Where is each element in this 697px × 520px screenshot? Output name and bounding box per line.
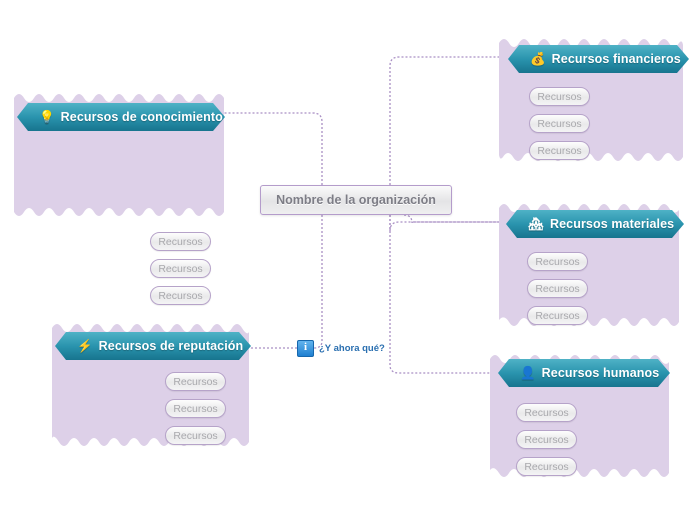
connector-infonode xyxy=(313,215,323,349)
branch-panel-reputacion[interactable]: ⚡ Recursos de reputación Recursos Recurs… xyxy=(48,320,253,450)
leaf-label: Recursos xyxy=(173,402,218,415)
leaf-label: Recursos xyxy=(173,375,218,388)
central-node[interactable]: Nombre de la organización xyxy=(260,185,452,215)
connector-materiales-2 xyxy=(403,214,508,224)
leaf-label: Recursos xyxy=(537,117,582,130)
leaf-label: Recursos xyxy=(158,235,203,248)
branch-title-wrap: ⚡ Recursos de reputación xyxy=(55,339,243,353)
leaf-label: Recursos xyxy=(158,262,203,275)
branch-title: Recursos humanos xyxy=(541,366,660,380)
connector-financieros xyxy=(389,56,508,185)
person-icon: 👤 xyxy=(520,365,536,380)
branch-title-wrap: 👤 Recursos humanos xyxy=(498,366,659,380)
central-node-label: Nombre de la organización xyxy=(276,193,436,207)
lightbulb-icon: 💡 xyxy=(39,109,55,124)
leaf-node[interactable]: Recursos xyxy=(516,457,577,476)
branch-title: Recursos materiales xyxy=(549,217,675,231)
leaf-node[interactable]: Recursos xyxy=(527,306,588,325)
branch-panel-conocimiento[interactable]: 💡 Recursos de conocimiento Recursos Recu… xyxy=(10,90,228,305)
leaf-node[interactable]: Recursos xyxy=(527,279,588,298)
leaf-label: Recursos xyxy=(535,255,580,268)
leaf-node[interactable]: Recursos xyxy=(527,252,588,271)
leaf-node[interactable]: Recursos xyxy=(165,399,226,418)
branch-header-materiales[interactable]: 🏘 Recursos materiales xyxy=(506,210,684,238)
header-shape xyxy=(17,103,225,131)
leaf-node[interactable]: Recursos xyxy=(529,114,590,133)
connector-humanos xyxy=(389,215,498,374)
leaf-node[interactable]: Recursos xyxy=(516,430,577,449)
branch-panel-financieros[interactable]: 💰 Recursos financieros Recursos Recursos… xyxy=(495,35,689,165)
leaf-node[interactable]: Recursos xyxy=(150,286,211,305)
leaf-label: Recursos xyxy=(173,429,218,442)
branch-header-conocimiento[interactable]: 💡 Recursos de conocimiento xyxy=(17,103,225,131)
header-shape xyxy=(506,210,684,238)
leaf-node[interactable]: Recursos xyxy=(529,87,590,106)
info-node-label: ¿Y ahora qué? xyxy=(319,343,385,354)
branch-title-wrap: 💡 Recursos de conocimiento xyxy=(17,110,223,124)
header-shape xyxy=(55,332,251,360)
branch-title-wrap: 💰 Recursos financieros xyxy=(508,52,681,66)
header-shape xyxy=(508,45,689,73)
leaf-label: Recursos xyxy=(537,144,582,157)
info-icon: i xyxy=(297,340,314,357)
leaf-label: Recursos xyxy=(535,309,580,322)
header-shape xyxy=(498,359,670,387)
money-bag-icon: 💰 xyxy=(530,51,546,66)
lightning-icon: ⚡ xyxy=(77,338,93,353)
buildings-icon: 🏘 xyxy=(528,216,544,231)
connector-materiales xyxy=(389,215,508,232)
leaf-node[interactable]: Recursos xyxy=(165,372,226,391)
branch-header-reputacion[interactable]: ⚡ Recursos de reputación xyxy=(55,332,251,360)
branch-title: Recursos de conocimiento xyxy=(60,110,223,124)
branch-panel-materiales[interactable]: 🏘 Recursos materiales Recursos Recursos … xyxy=(495,200,684,330)
leaf-label: Recursos xyxy=(537,90,582,103)
leaf-node[interactable]: Recursos xyxy=(529,141,590,160)
leaf-label: Recursos xyxy=(524,433,569,446)
leaf-label: Recursos xyxy=(158,289,203,302)
leaf-node[interactable]: Recursos xyxy=(150,232,211,251)
leaf-label: Recursos xyxy=(524,406,569,419)
leaf-node[interactable]: Recursos xyxy=(165,426,226,445)
leaf-node[interactable]: Recursos xyxy=(150,259,211,278)
branch-title: Recursos de reputación xyxy=(98,339,244,353)
branch-title: Recursos financieros xyxy=(551,52,681,66)
info-node[interactable]: i ¿Y ahora qué? xyxy=(297,340,385,357)
connector-conocimiento xyxy=(222,112,323,185)
branch-title-wrap: 🏘 Recursos materiales xyxy=(506,217,674,231)
branch-header-humanos[interactable]: 👤 Recursos humanos xyxy=(498,359,670,387)
branch-header-financieros[interactable]: 💰 Recursos financieros xyxy=(508,45,689,73)
branch-panel-humanos[interactable]: 👤 Recursos humanos Recursos Recursos Rec… xyxy=(486,351,673,481)
leaf-label: Recursos xyxy=(524,460,569,473)
leaf-label: Recursos xyxy=(535,282,580,295)
leaf-node[interactable]: Recursos xyxy=(516,403,577,422)
